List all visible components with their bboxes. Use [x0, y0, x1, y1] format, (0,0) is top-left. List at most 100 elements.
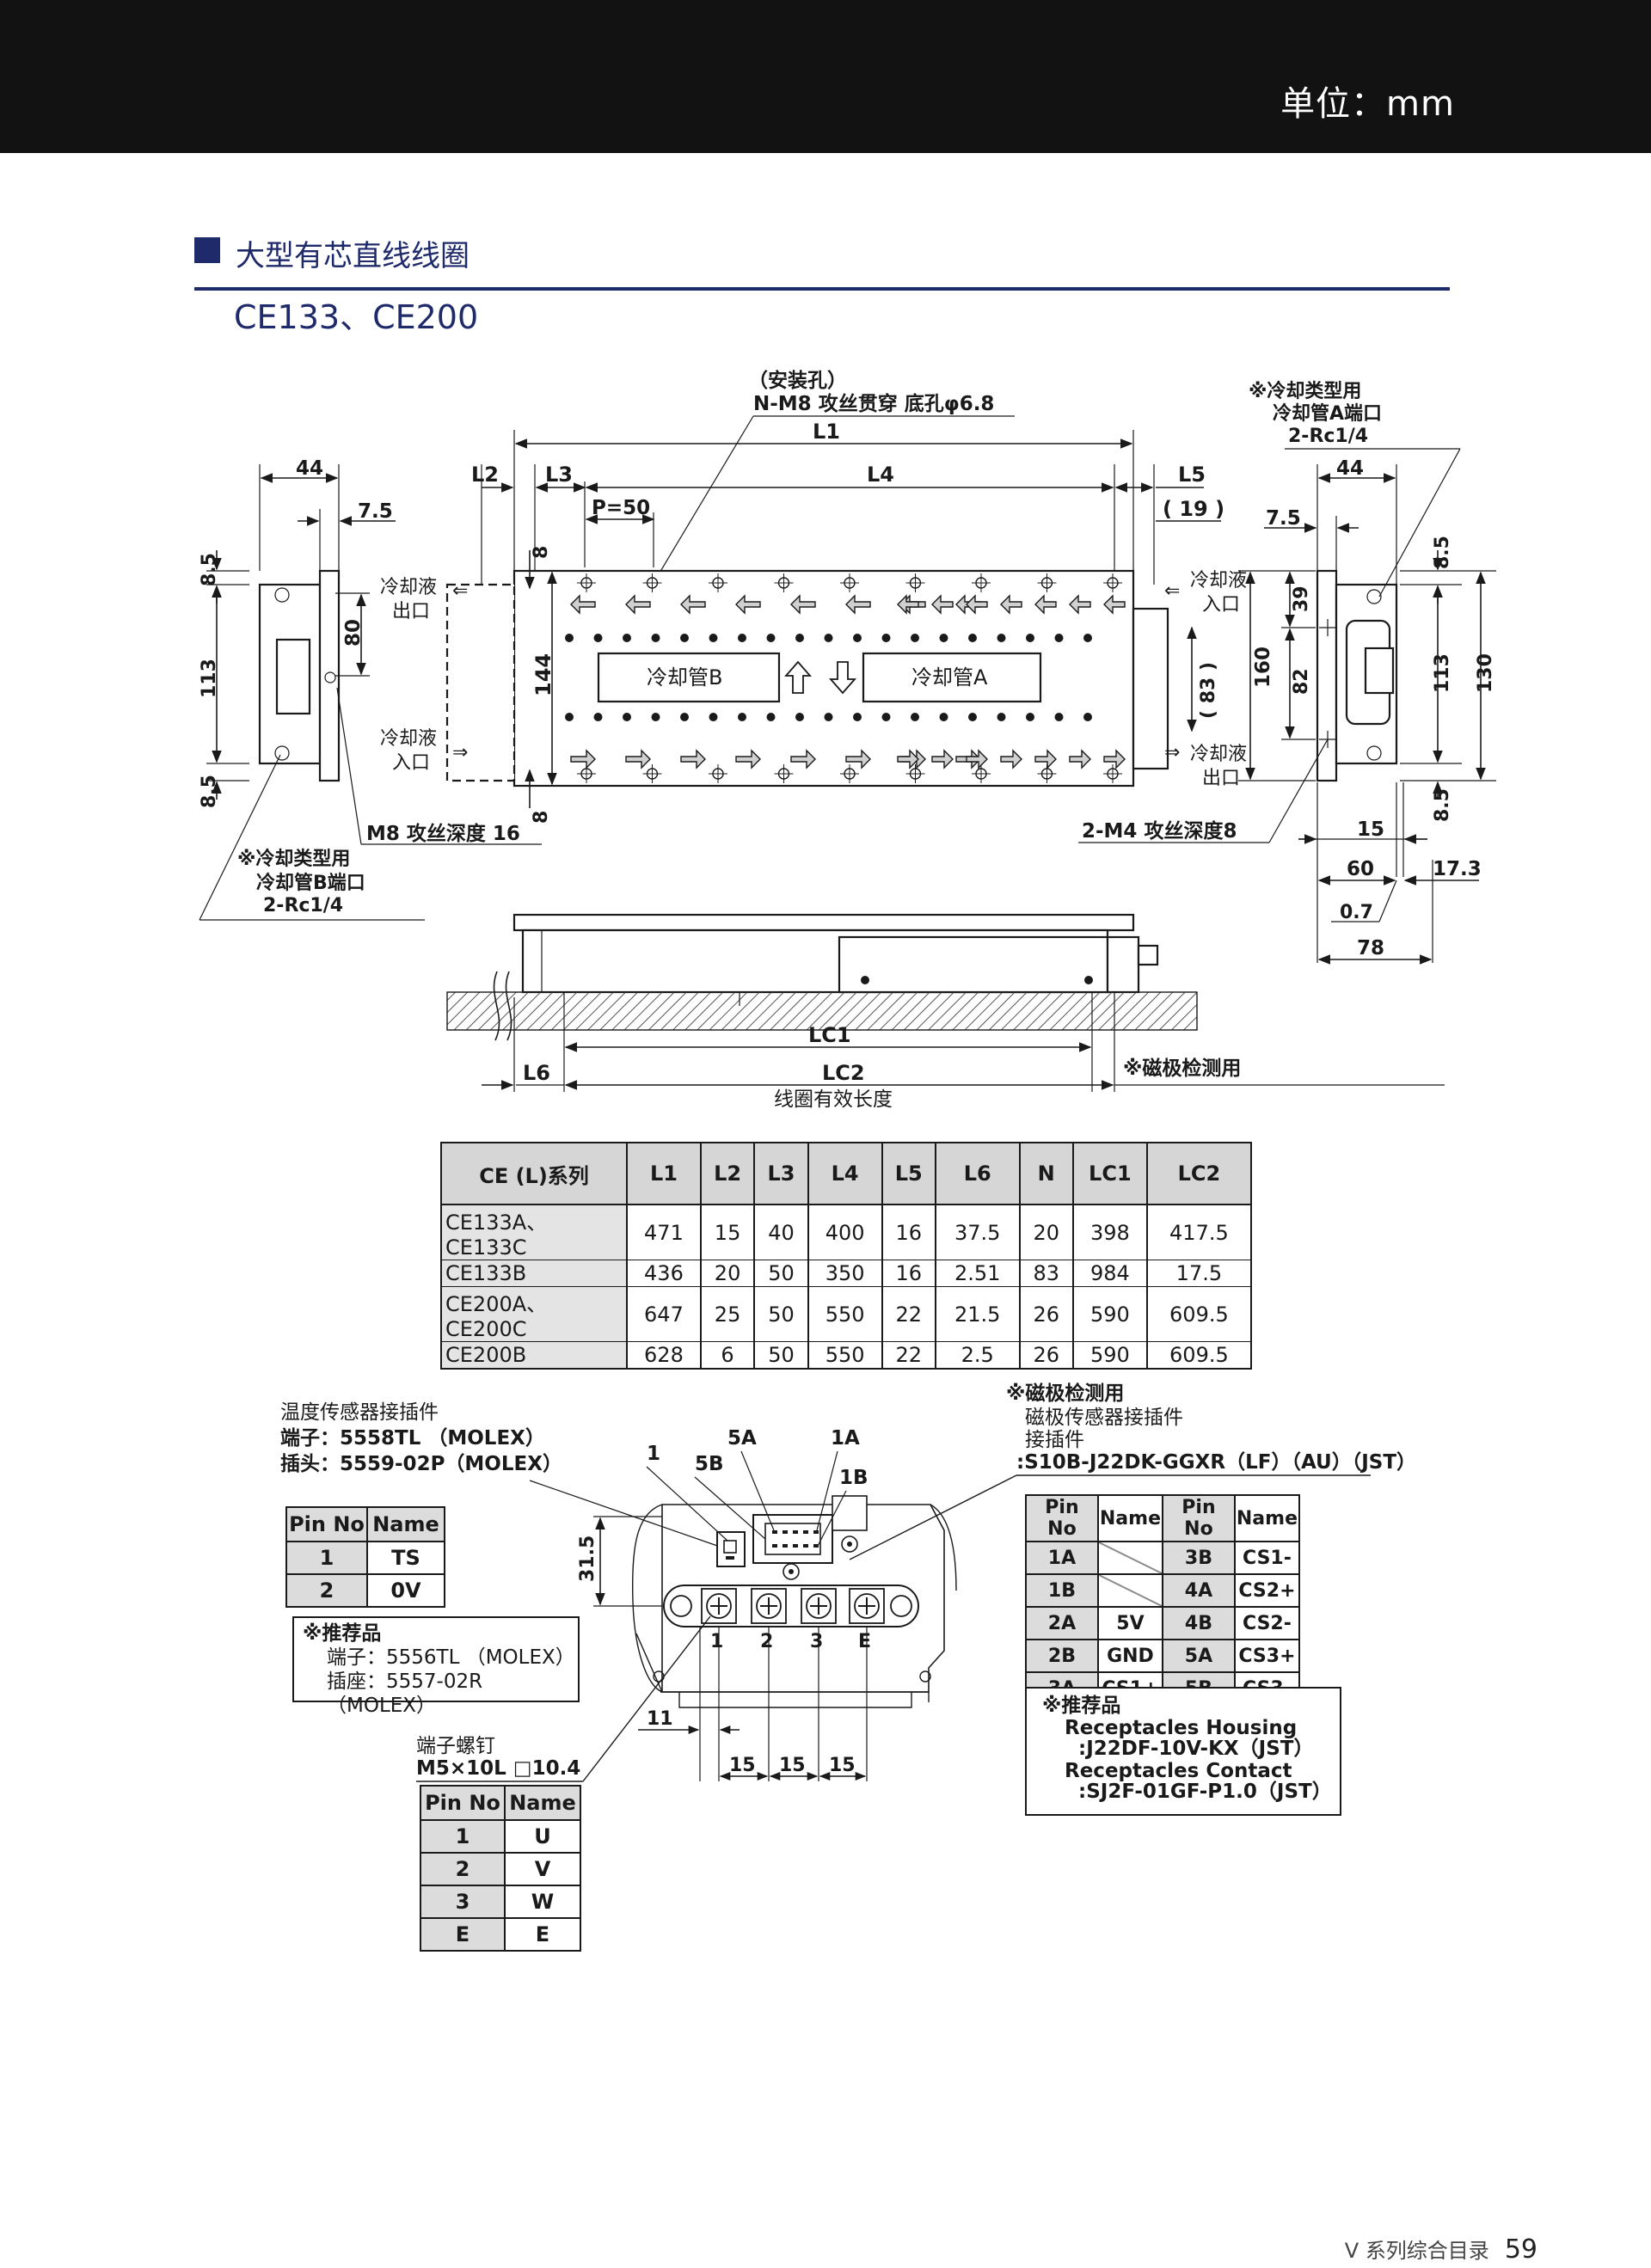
table-cell: 22 — [881, 1286, 936, 1342]
temp-connector-2: 端子：5558TL （MOLEX） — [280, 1426, 545, 1450]
table-cell: V — [504, 1852, 581, 1886]
coil-dot — [1083, 634, 1092, 642]
table-cell: CE133B — [440, 1260, 628, 1287]
table-cell: 398 — [1071, 1204, 1148, 1260]
terminal-3: 3 — [810, 1631, 823, 1652]
flow-arrow — [966, 594, 988, 615]
table-row: CE200B 628 6 50 550 22 2.5 26 590 609.5 — [440, 1341, 1253, 1370]
flow-arrow — [680, 749, 706, 769]
table-row: 2 V — [420, 1852, 581, 1886]
table-cell: 2 — [285, 1573, 368, 1608]
mount-hole — [709, 764, 727, 783]
pin-header: Pin No — [1025, 1494, 1099, 1542]
spec-header: CE (L)系列 — [440, 1142, 628, 1205]
flow-arrow — [625, 749, 651, 769]
mag-connector-4: :S10B-J22DK-GGXR（LF）（AU）（JST） — [1016, 1450, 1416, 1474]
flow-arrow — [790, 749, 816, 769]
section-square-icon — [194, 237, 220, 263]
table-row: 1 U — [420, 1819, 581, 1854]
flow-arrow — [570, 594, 596, 615]
spec-header: L3 — [753, 1142, 809, 1205]
dim-L4: L4 — [867, 463, 894, 487]
svg-text:⇐: ⇐ — [452, 580, 468, 602]
coil-dot — [824, 634, 833, 642]
mount-hole — [1103, 764, 1122, 783]
table-cell: 21.5 — [934, 1286, 1021, 1342]
table-cell: 2A — [1025, 1606, 1099, 1640]
coil-dot — [968, 634, 977, 642]
pin-header: Pin No — [420, 1785, 506, 1821]
tube-b-label: 冷却管B — [647, 665, 722, 690]
section-title: 大型有芯直线线圈 — [236, 239, 470, 273]
table-row: CE133B 436 20 50 350 16 2.51 83 984 17.5 — [440, 1260, 1253, 1287]
terminal-screw-icon — [751, 1588, 787, 1624]
coil-dot — [824, 713, 833, 721]
pin-header: Pin No — [1162, 1494, 1236, 1542]
label-5b: 5B — [695, 1453, 724, 1475]
dim-44-right: 44 — [1336, 457, 1364, 480]
table-cell: CE200A、CE200C — [440, 1286, 628, 1342]
table-row: 2A 5V 4B CS2- — [1025, 1606, 1301, 1640]
dim-78: 78 — [1357, 937, 1384, 959]
table-row: 1 TS — [285, 1541, 445, 1575]
spec-header: LC1 — [1071, 1142, 1148, 1205]
mount-hole — [1103, 573, 1122, 592]
flow-arrow — [897, 749, 919, 769]
coil-dot — [997, 634, 1006, 642]
dim-L1: L1 — [813, 420, 840, 444]
temp-recommend-box: ※推荐品 端子：5556TL （MOLEX） 插座：5557-02R（MOLEX… — [292, 1616, 580, 1717]
flow-arrow — [1034, 749, 1057, 769]
dim-39: 39 — [1291, 585, 1312, 612]
table-cell: 20 — [699, 1260, 756, 1287]
coil-drawing: （安装孔） N-M8 攻丝贯穿 底孔φ6.8 L1 L2 L3 L4 L5 ( … — [199, 369, 1496, 1111]
top-banner: 单位：mm — [0, 0, 1651, 153]
coil-dot — [623, 713, 631, 721]
coil-dot — [593, 713, 603, 721]
table-cell: 4B — [1162, 1606, 1236, 1640]
table-cell: GND — [1096, 1639, 1164, 1673]
spec-header: L2 — [699, 1142, 756, 1205]
mag-rec-line1: Receptacles Housing — [1065, 1717, 1298, 1739]
table-cell: 2.51 — [934, 1260, 1021, 1287]
table-cell: CS3+ — [1233, 1639, 1301, 1673]
dim-82: 82 — [1291, 668, 1312, 695]
coil-dot — [680, 713, 689, 721]
page-number: 59 — [1504, 2234, 1537, 2265]
mount-hole — [905, 764, 925, 783]
table-cell: 417.5 — [1145, 1204, 1253, 1260]
coil-dot — [766, 713, 776, 721]
coil-dot — [651, 634, 660, 642]
mount-hole-label-2: N-M8 攻丝贯穿 底孔φ6.8 — [753, 392, 994, 415]
terminal-screw-icon — [849, 1588, 885, 1624]
table-cell: 50 — [753, 1260, 809, 1287]
table-cell: 984 — [1071, 1260, 1148, 1287]
label-1b: 1B — [839, 1467, 868, 1489]
table-row: CE133A、CE133C 471 15 40 400 16 37.5 20 3… — [440, 1204, 1253, 1260]
table-cell: 2.5 — [934, 1341, 1021, 1370]
coil-dot — [939, 713, 948, 721]
tube-b-box — [597, 652, 781, 703]
dim-LC1: LC1 — [808, 1023, 851, 1047]
dim-8-bottom: 8 — [531, 811, 552, 824]
svg-text:⇒: ⇒ — [452, 742, 468, 763]
coil-dot — [853, 634, 862, 642]
unit-label: 单位：mm — [1280, 84, 1455, 124]
flow-arrow — [845, 749, 871, 769]
screw-label-1: 端子螺钉 — [416, 1735, 495, 1757]
note-b-3: 2-Rc1/4 — [263, 895, 343, 916]
coil-dot — [853, 713, 862, 721]
mag-rec-line3: Receptacles Contact — [1065, 1760, 1292, 1782]
tube-a-box — [862, 652, 1042, 703]
pin-header: Name — [1096, 1494, 1164, 1542]
table-cell: 4A — [1162, 1573, 1236, 1608]
spec-header: L6 — [934, 1142, 1021, 1205]
table-cell: 50 — [753, 1286, 809, 1342]
table-cell: 550 — [807, 1341, 883, 1370]
section-header: 大型有芯直线线圈 — [194, 232, 1450, 291]
coolant-out-left-2: 出口 — [392, 601, 430, 622]
table-cell: 40 — [753, 1204, 809, 1260]
mount-hole — [1037, 573, 1057, 592]
spec-header: L1 — [626, 1142, 702, 1205]
dim-LC2: LC2 — [822, 1061, 865, 1085]
